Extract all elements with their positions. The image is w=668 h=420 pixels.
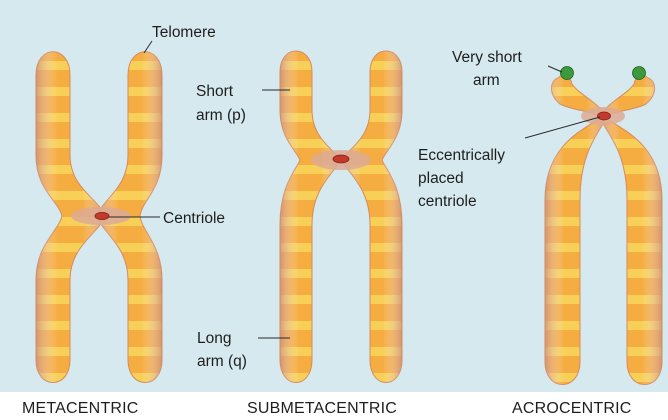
- submetacentric-caption: SUBMETACENTRIC: [247, 400, 397, 417]
- eccentric-centriole-label-line2: placed: [418, 170, 464, 187]
- left-satellite: [561, 67, 574, 80]
- short-arm-label-line2: arm (p): [196, 107, 246, 124]
- acrocentric-centriole: [598, 112, 611, 120]
- telomere-label: Telomere: [152, 24, 216, 41]
- submetacentric-centriole: [333, 155, 349, 163]
- long-arm-label-line1: Long: [197, 330, 231, 347]
- long-arm-label-line2: arm (q): [197, 353, 247, 370]
- metacentric-centriole: [95, 212, 109, 219]
- centriole-label: Centriole: [163, 210, 225, 227]
- metacentric-caption: METACENTRIC: [22, 400, 139, 417]
- right-satellite: [633, 67, 646, 80]
- short-arm-label-line1: Short: [196, 83, 234, 100]
- very-short-arm-label-line1: Very short: [452, 49, 522, 66]
- eccentric-centriole-label-line3: centriole: [418, 193, 477, 210]
- eccentric-centriole-label-line1: Eccentrically: [418, 147, 505, 164]
- acrocentric-caption: ACROCENTRIC: [512, 400, 632, 417]
- very-short-arm-label-line2: arm: [473, 72, 500, 89]
